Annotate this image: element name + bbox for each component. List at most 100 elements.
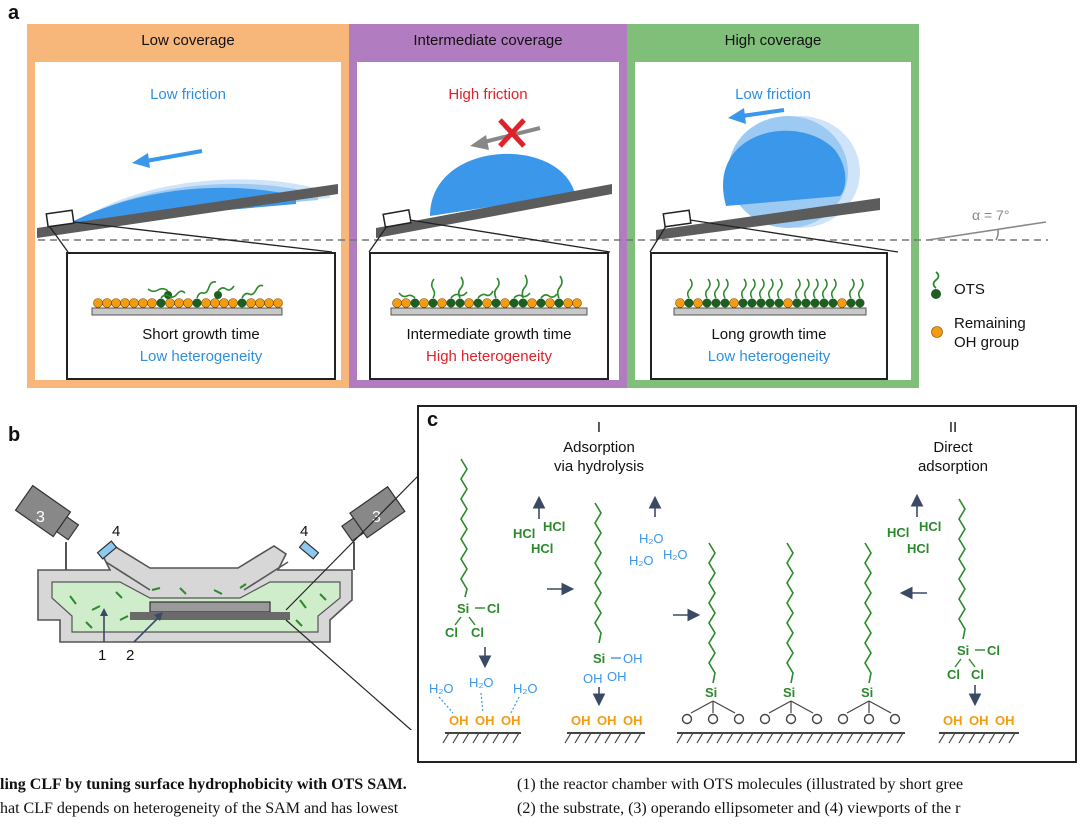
oh-label: OH [969, 713, 989, 728]
motion-arrow [145, 149, 203, 163]
coverage-title: Low coverage [141, 32, 235, 49]
route-i-title-line1: Adsorption [563, 439, 635, 456]
panel-c-letter: c [427, 409, 439, 431]
viewport-number: 4 [300, 523, 308, 540]
si-label: Si [957, 643, 969, 658]
ots-chains [398, 274, 563, 299]
motion-arrow-head [132, 153, 150, 168]
molecular-surface [673, 278, 867, 316]
molecular-surface [390, 274, 588, 316]
tilt-angle-label: α = 7° [972, 207, 1010, 223]
legend-ots-icon [931, 271, 941, 299]
legend-oh-label-line1: Remaining [954, 315, 1026, 332]
ellipsometer-number: 3 [36, 509, 45, 526]
zoom-line [368, 225, 388, 253]
zoom-line [409, 219, 611, 253]
hcl-label: HCl [887, 525, 909, 540]
hcl-label: HCl [907, 541, 929, 556]
oh-label: OH [475, 713, 495, 728]
ots-molecules-in-chamber [69, 583, 327, 629]
surface-hatch [938, 732, 1016, 744]
oh-label: OH [571, 713, 591, 728]
h2o-label: H₂O [469, 675, 494, 690]
oh-label: OH [943, 713, 963, 728]
cl-label: Cl [971, 667, 984, 682]
oh-label: OH [597, 713, 617, 728]
growth-time-label: Short growth time [142, 326, 260, 343]
ellipsometer-right [341, 485, 406, 542]
hcl-label: HCl [531, 541, 553, 556]
oh-label: OH [501, 713, 521, 728]
reaction-scheme: Si Cl Cl Cl HCl HCl HCl H₂O H₂O H₂O OH O… [429, 458, 1019, 744]
ots-molecules [684, 298, 865, 308]
tilted-substrate [656, 198, 880, 240]
tilt-line [927, 221, 1047, 241]
substrate-number: 2 [126, 647, 134, 664]
growth-time-label: Long growth time [711, 326, 827, 343]
cl-label: Cl [445, 625, 458, 640]
heterogeneity-label: Low heterogeneity [707, 348, 831, 365]
cl-label: Cl [471, 625, 484, 640]
sam-molecule: Si [768, 542, 814, 714]
alkyl-chain [958, 498, 966, 640]
zoom-marker [662, 209, 692, 228]
zoom-line [285, 475, 419, 611]
oh-label: OH [449, 713, 469, 728]
substrate [149, 601, 271, 613]
zoom-line [689, 219, 899, 253]
zoom-marker [382, 208, 412, 229]
route-ii-title-line1: Direct [933, 439, 973, 456]
legend-oh-icon [931, 326, 943, 338]
route-ii-numeral: II [948, 419, 958, 436]
friction-text: Low friction [735, 86, 811, 103]
panel-c-box: c I Adsorption via hydrolysis II Direct … [417, 405, 1077, 763]
motion-arrow-head [728, 108, 746, 124]
coverage-title: High coverage [724, 32, 822, 49]
reactor-diagram: 3 3 4 4 1 2 [14, 475, 419, 730]
growth-time-label: Intermediate growth time [406, 326, 572, 343]
surface-hatch [564, 732, 642, 744]
substrate-bar [91, 307, 283, 316]
ots-molecules [410, 298, 564, 308]
friction-text: Low friction [150, 86, 226, 103]
oh-label: OH [623, 713, 643, 728]
tilted-substrate [37, 184, 338, 238]
water-droplet [68, 187, 296, 224]
panel-a-scenes [37, 108, 1048, 253]
route-ii-title-line2: adsorption [917, 458, 989, 475]
sam-molecule: Si [846, 542, 892, 714]
ellipsometer-left [14, 484, 80, 541]
oh-groups [93, 298, 283, 308]
oh-label: OH [583, 671, 603, 686]
callout-arrow-head [154, 612, 163, 621]
molecular-inset-intermediate: Intermediate growth time High heterogene… [369, 252, 609, 380]
cl-label: Cl [947, 667, 960, 682]
sam-molecule: Si [690, 542, 736, 714]
zoom-line [649, 225, 667, 253]
hcl-label: HCl [919, 519, 941, 534]
h2o-label: H₂O [513, 681, 538, 696]
cl-label: Cl [487, 601, 500, 616]
si-label: Si [861, 685, 873, 700]
callout-arrow [133, 615, 161, 643]
h2o-label: H₂O [639, 531, 664, 546]
water-droplet [430, 153, 575, 216]
panel-a-letter: a [8, 2, 20, 24]
surface-hatch [676, 732, 904, 744]
molecular-inset-low: Short growth time Low heterogeneity [66, 252, 336, 380]
viewport-arm [243, 561, 289, 591]
chamber-number: 1 [98, 647, 106, 664]
oh-label: OH [995, 713, 1015, 728]
blocked-arrow-head [470, 135, 489, 150]
surface-oxygen-atoms [681, 713, 901, 725]
caption-right-line2: (2) the substrate, (3) operando ellipsom… [517, 800, 961, 817]
hcl-label: HCl [543, 519, 565, 534]
zoom-line [49, 226, 69, 253]
si-label: Si [457, 601, 469, 616]
viewport-number: 4 [112, 523, 120, 540]
heterogeneity-label: High heterogeneity [426, 348, 552, 365]
si-label: Si [783, 685, 795, 700]
cross-mark [498, 118, 526, 148]
viewport-right [298, 540, 320, 560]
alkyl-chain [460, 458, 468, 598]
